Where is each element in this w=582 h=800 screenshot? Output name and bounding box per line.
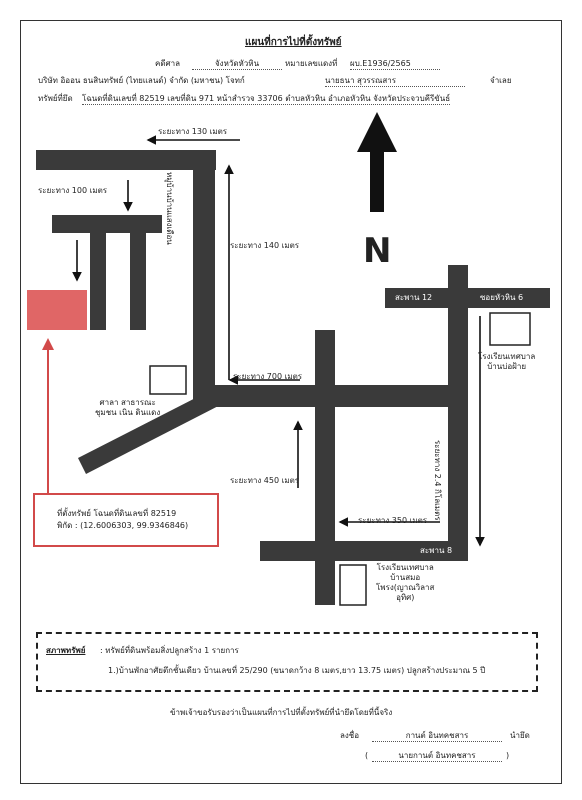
distance-130-label: ระยะทาง 130 เมตร bbox=[158, 127, 228, 136]
status-item: 1.)บ้านพักอาศัยตึกชั้นเดียว บ้านเลขที่ 2… bbox=[108, 666, 486, 675]
school1-box bbox=[489, 312, 531, 346]
road-branch-left bbox=[90, 215, 106, 330]
bridge12-label: สะพาน 12 bbox=[395, 293, 433, 302]
property-location-box: ที่ตั้งทรัพย์ โฉนดที่ดินเลขที่ 82519 พิก… bbox=[33, 493, 219, 547]
distance-350-label: ระยะทาง 350 เมตร bbox=[358, 516, 428, 525]
road-network bbox=[36, 150, 550, 605]
location-coords: พิกัด : (12.6006303, 99.9346846) bbox=[57, 521, 189, 530]
defendant-suffix: จำเลย bbox=[490, 76, 512, 85]
distance-140-label: ระยะทาง 140 เมตร bbox=[230, 241, 300, 250]
school2-box bbox=[339, 564, 367, 606]
printed-name: นายกานต์ อินทคชสาร bbox=[372, 751, 502, 762]
court-value: จังหวัดหัวหิน bbox=[192, 59, 282, 70]
property-marker bbox=[27, 290, 87, 330]
pavilion-box bbox=[149, 365, 187, 395]
distance-100-label: ระยะทาง 100 เมตร bbox=[38, 186, 108, 195]
case-value: ผบ.E1936/2565 bbox=[350, 59, 440, 70]
road-top-horizontal bbox=[36, 150, 216, 170]
signer: กานต์ อินทคชสาร bbox=[372, 731, 502, 742]
court-label: คดีศาล bbox=[155, 59, 181, 68]
status-label: สภาพทรัพย์ bbox=[46, 646, 86, 655]
property-status-box: สภาพทรัพย์ : ทรัพย์ที่ดินพร้อมสิ่งปลูกสร… bbox=[36, 632, 538, 692]
pavilion-label: ศาลา สาธารณะชุมชน เนิน ดินแดง bbox=[95, 398, 161, 417]
village-label: หมู่บ้านบ้านแสงเดือน bbox=[165, 172, 174, 245]
defendant: นายธนา สุวรรณสาร bbox=[325, 76, 465, 87]
road-cross-vertical bbox=[315, 330, 335, 605]
bridge8-label: สะพาน 8 bbox=[420, 546, 453, 555]
soi6-label: ซอยหัวหิน 6 bbox=[480, 293, 524, 302]
location-deed: ที่ตั้งทรัพย์ โฉนดที่ดินเลขที่ 82519 bbox=[57, 509, 177, 518]
distance-24-label: ระยะทาง 2.4 กิโลเมตร bbox=[433, 440, 442, 521]
school1-label: โรงเรียนเทศบาลบ้านบ่อฝ้าย bbox=[478, 352, 536, 371]
sign-label: ลงชื่อ bbox=[340, 731, 360, 740]
north-label: N bbox=[363, 231, 392, 271]
distance-450-label: ระยะทาง 450 เมตร bbox=[230, 476, 300, 485]
page-frame bbox=[20, 20, 562, 784]
property-label: ทรัพย์ที่ยึด bbox=[38, 94, 73, 103]
distance-700-label: ระยะทาง 700 เมตร bbox=[233, 372, 303, 381]
plaintiff: บริษัท อิออน ธนสินทรัพย์ (ไทยแลนด์) จำกั… bbox=[38, 76, 245, 85]
certify-text: ข้าพเจ้าขอรับรองว่าเป็นแผนที่การไปที่ตั้… bbox=[170, 708, 393, 717]
status-summary: : ทรัพย์ที่ดินพร้อมสิ่งปลูกสร้าง 1 รายกา… bbox=[100, 646, 239, 655]
paren-open: ( bbox=[365, 751, 369, 760]
case-label: หมายเลขแดงที่ bbox=[285, 59, 338, 68]
road-bottom-horizontal bbox=[260, 541, 468, 561]
school2-label: โรงเรียนเทศบาลบ้านสมอโพรง(ญาณวิลาสอุทิศ) bbox=[376, 563, 435, 602]
property-value: โฉนดที่ดินเลขที่ 82519 เลขที่ดิน 971 หน้… bbox=[82, 94, 451, 105]
road-branch-right bbox=[130, 215, 146, 330]
north-arrow bbox=[357, 112, 397, 212]
road-east-vertical bbox=[448, 265, 468, 560]
road-main-vertical bbox=[193, 150, 215, 400]
page-title: แผนที่การไปที่ตั้งทรัพย์ bbox=[245, 37, 342, 48]
paren-close: ) bbox=[506, 751, 510, 760]
road-diagonal bbox=[78, 388, 230, 474]
signer-role: นำยึด bbox=[510, 731, 530, 740]
